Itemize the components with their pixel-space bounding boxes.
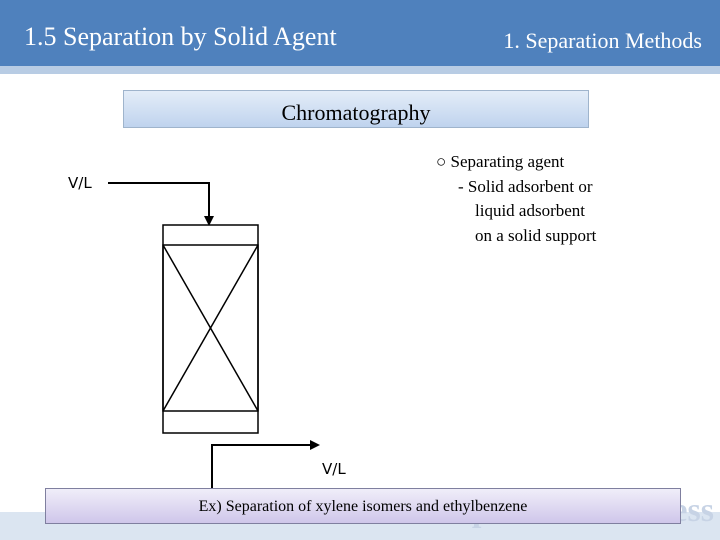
agent-note-line: - Solid adsorbent or bbox=[458, 176, 593, 196]
topic-label: Chromatography bbox=[281, 100, 431, 125]
slide-title: 1.5 Separation by Solid Agent bbox=[24, 22, 337, 51]
agent-note-line: ○ Separating agent bbox=[436, 152, 565, 171]
product-line bbox=[211, 440, 320, 488]
feed-stream-label: V/L bbox=[68, 174, 92, 192]
separating-agent-note: ○ Separating agent - Solid adsorbent or … bbox=[436, 150, 596, 248]
header-stripe bbox=[0, 66, 720, 74]
example-label: Ex) Separation of xylene isomers and eth… bbox=[198, 498, 528, 515]
packing-cross-line bbox=[162, 244, 259, 412]
agent-note-line: liquid adsorbent bbox=[475, 201, 586, 220]
example-box: Ex) Separation of xylene isomers and eth… bbox=[45, 488, 681, 524]
product-stream-label: V/L bbox=[322, 460, 346, 478]
section-title: 1. Separation Methods bbox=[503, 28, 702, 53]
feed-line bbox=[108, 182, 214, 226]
topic-box: Chromatography bbox=[123, 90, 589, 128]
packed-bed bbox=[162, 244, 259, 412]
header-bar bbox=[0, 0, 720, 66]
agent-note-line: on a solid support bbox=[475, 225, 597, 245]
